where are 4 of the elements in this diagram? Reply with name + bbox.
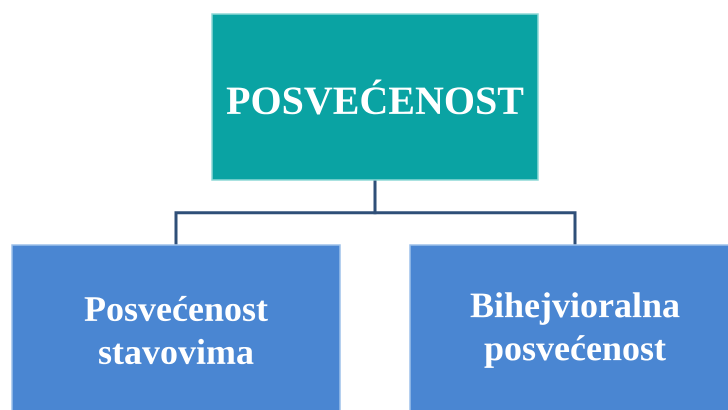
title-box: POSVEĆENOST	[211, 13, 539, 181]
concept-box: Bihejvioralna posvećenost	[409, 244, 728, 410]
concept-box: Posvećenost stavovima	[11, 244, 341, 410]
connector-line	[374, 180, 576, 244]
